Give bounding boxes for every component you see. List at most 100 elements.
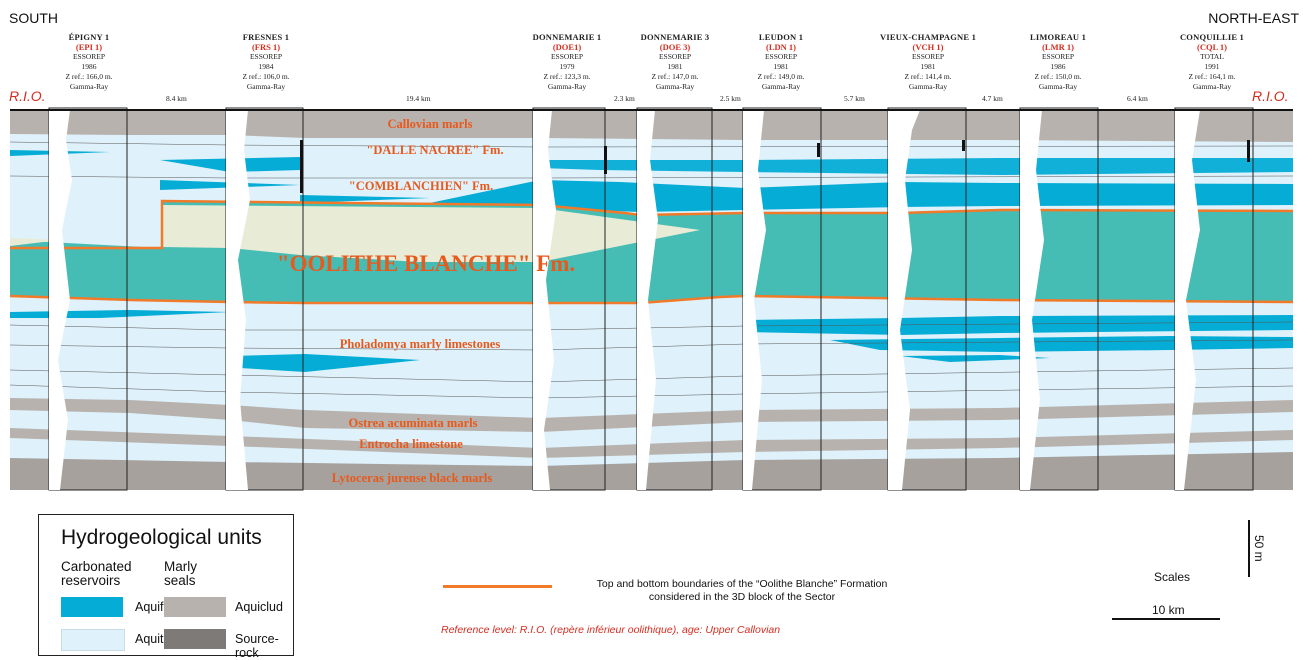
well-code: (CQL 1) <box>1197 42 1227 52</box>
aquiclud-swatch <box>164 597 226 617</box>
well-code: (EPI 1) <box>75 42 103 52</box>
oolithe-bottom-boundary <box>9 294 1294 305</box>
pholadomya-label: Pholadomya marly limestones <box>340 337 501 351</box>
oolithe-light-lens <box>10 238 60 246</box>
well-operator: ESSOREP <box>249 52 283 61</box>
vertical-scale-label: 50 m <box>1252 535 1266 562</box>
well-zref: Z ref.: 164,1 m. <box>1188 72 1236 81</box>
rio-label-left: R.I.O. <box>9 88 46 104</box>
well-log-type: Gamma-Ray <box>1192 82 1232 91</box>
well-header: LEUDON 1 (LDN 1) ESSOREP 1981 Z ref.: 14… <box>716 32 846 92</box>
well-operator: ESSOREP <box>658 52 692 61</box>
well-zref: Z ref.: 149,0 m. <box>757 72 805 81</box>
well-header: DONNEMARIE 3 (DOE 3) ESSOREP 1981 Z ref.… <box>610 32 740 92</box>
entrocha-marl-layer <box>10 428 1293 458</box>
well-operator: ESSOREP <box>72 52 106 61</box>
well-distance: 5.7 km <box>844 94 865 103</box>
hydrogeological-legend: Hydrogeological units Carbonated reservo… <box>38 514 294 660</box>
well-log-type: Gamma-Ray <box>547 82 587 91</box>
aquiclud-label: Aquiclud <box>235 600 283 614</box>
well-header: LIMOREAU 1 (LMR 1) ESSOREP 1986 Z ref.: … <box>993 32 1123 92</box>
well-log-type: Gamma-Ray <box>761 82 801 91</box>
reference-level-note: Reference level: R.I.O. (repère inférieu… <box>441 624 781 636</box>
aquifer-lens <box>745 315 1293 335</box>
vertical-scale-bar <box>1248 520 1250 577</box>
aquifer-swatch <box>61 597 123 617</box>
well-zref: Z ref.: 141,4 m. <box>904 72 952 81</box>
well-distance: 2.3 km <box>614 94 635 103</box>
lytoceras-marl-layer <box>10 452 1293 490</box>
well-year: 1986 <box>81 62 97 71</box>
legend-title: Hydrogeological units <box>61 526 262 549</box>
south-direction-label: SOUTH <box>9 10 58 26</box>
aquitard-swatch <box>61 629 125 651</box>
boundary-line-sample <box>443 585 552 588</box>
well-name: CONQUILLIE 1 <box>1179 32 1245 42</box>
well-code: (DOE 3) <box>659 42 691 52</box>
entrocha-label: Entrocha limestone <box>359 437 463 451</box>
well-name: FRESNES 1 <box>242 32 290 42</box>
well-distance: 6.4 km <box>1127 94 1148 103</box>
gamma-ray-logs <box>49 110 1200 490</box>
well-distance: 8.4 km <box>166 94 187 103</box>
well-year: 1981 <box>667 62 683 71</box>
well-name: LEUDON 1 <box>758 32 804 42</box>
well-year: 1981 <box>773 62 789 71</box>
aquifer-lens <box>540 158 1293 175</box>
well-zref: Z ref.: 106,0 m. <box>242 72 290 81</box>
ostrea-label: Ostrea acuminata marls <box>349 416 478 430</box>
well-year: 1979 <box>559 62 575 71</box>
well-year: 1981 <box>920 62 936 71</box>
well-name: ÉPIGNY 1 <box>68 32 110 42</box>
legend-carbonated-heading: Carbonated reservoirs <box>61 559 132 588</box>
well-name: DONNEMARIE 3 <box>640 32 710 42</box>
well-distance: 4.7 km <box>982 94 1003 103</box>
well-distance: 19.4 km <box>406 94 431 103</box>
north-east-direction-label: NORTH-EAST <box>1208 10 1299 26</box>
well-code: (FRS 1) <box>251 42 281 52</box>
well-code: (VCH 1) <box>912 42 944 52</box>
well-zref: Z ref.: 123,3 m. <box>543 72 591 81</box>
well-header: FRESNES 1 (FRS 1) ESSOREP 1984 Z ref.: 1… <box>201 32 331 92</box>
well-code: (LDN 1) <box>766 42 796 52</box>
well-header: VIEUX-CHAMPAGNE 1 (VCH 1) ESSOREP 1981 Z… <box>863 32 993 92</box>
well-log-type: Gamma-Ray <box>1038 82 1078 91</box>
oolithe-blanche-label: "OOLITHE BLANCHE" Fm. <box>277 251 575 276</box>
well-log-type: Gamma-Ray <box>246 82 286 91</box>
well-name: DONNEMARIE 1 <box>532 32 602 42</box>
well-header: DONNEMARIE 1 (DOE1) ESSOREP 1979 Z ref.:… <box>502 32 632 92</box>
well-year: 1986 <box>1050 62 1066 71</box>
callovian-marls-label: Callovian marls <box>387 117 472 131</box>
well-log-type: Gamma-Ray <box>655 82 695 91</box>
comblanchien-label: "COMBLANCHIEN" Fm. <box>349 179 493 193</box>
well-code: (LMR 1) <box>1042 42 1074 52</box>
well-header: ÉPIGNY 1 (EPI 1) ESSOREP 1986 Z ref.: 16… <box>24 32 154 92</box>
source-rock-label: Source-rock <box>235 632 279 660</box>
aquifer-lens <box>230 354 420 372</box>
well-distance: 2.5 km <box>720 94 741 103</box>
aquifer-lens <box>300 195 430 203</box>
well-operator: ESSOREP <box>764 52 798 61</box>
well-header: CONQUILLIE 1 (CQL 1) TOTAL 1991 Z ref.: … <box>1147 32 1277 92</box>
source-rock-swatch <box>164 629 226 649</box>
well-code: (DOE1) <box>552 42 582 52</box>
well-zref: Z ref.: 150,0 m. <box>1034 72 1082 81</box>
geological-cross-section: Callovian marls "DALLE NACREE" Fm. "COMB… <box>9 107 1294 491</box>
dalle-nacree-markers <box>300 140 1250 193</box>
well-operator: ESSOREP <box>1041 52 1075 61</box>
well-zref: Z ref.: 147,0 m. <box>651 72 699 81</box>
lytoceras-label: Lytoceras jurense black marls <box>332 471 493 485</box>
well-operator: ESSOREP <box>911 52 945 61</box>
boundary-note: Top and bottom boundaries of the “Oolith… <box>596 578 888 603</box>
well-name: VIEUX-CHAMPAGNE 1 <box>879 32 977 42</box>
well-operator: TOTAL <box>1200 52 1224 61</box>
well-name: LIMOREAU 1 <box>1029 32 1087 42</box>
well-log-type: Gamma-Ray <box>908 82 948 91</box>
oolithe-light-lens <box>420 218 620 248</box>
legend-marly-heading: Marly seals <box>164 559 197 588</box>
well-log-type: Gamma-Ray <box>69 82 109 91</box>
rio-label-right: R.I.O. <box>1252 88 1289 104</box>
dalle-nacree-label: "DALLE NACREE" Fm. <box>366 143 503 157</box>
well-year: 1991 <box>1204 62 1220 71</box>
well-zref: Z ref.: 166,0 m. <box>65 72 113 81</box>
